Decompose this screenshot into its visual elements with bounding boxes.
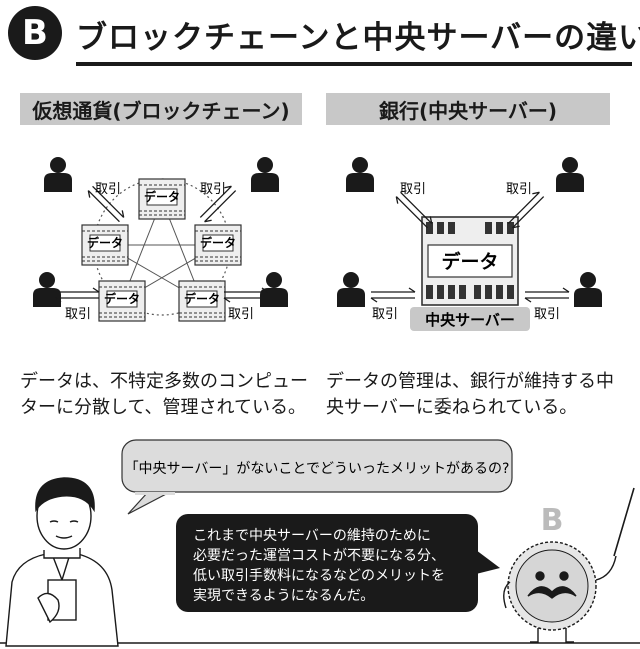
data-node-label: データ <box>144 189 180 204</box>
question-bubble: 「中央サーバー」がないことでどういったメリットがあるの? <box>121 439 513 515</box>
server-label: 中央サーバー <box>425 311 515 329</box>
right-description-line: データの管理は、銀行が維持する中 <box>326 371 614 392</box>
coin-mark-icon: B <box>541 503 564 538</box>
data-node-label: データ <box>104 291 140 306</box>
data-node-label: データ <box>87 235 123 250</box>
transaction-label: 取引 <box>506 182 532 197</box>
person-icon <box>337 272 365 307</box>
page-title: ブロックチェーンと中央サーバーの違い <box>76 20 640 56</box>
blockchain-network-diagram: データ データ データ データ データ 取引 取引 取引 取引 <box>33 157 288 322</box>
transaction-label: 取引 <box>65 307 91 322</box>
person-illustration <box>5 477 119 647</box>
data-node-label: データ <box>200 235 236 250</box>
right-description-line: 央サーバーに委ねられている。 <box>326 397 578 418</box>
person-icon <box>574 272 602 307</box>
answer-text-line: これまで中央サーバーの維持のために <box>193 528 431 544</box>
right-description: データの管理は、銀行が維持する中 央サーバーに委ねられている。 <box>326 369 614 421</box>
transaction-arrows-icon <box>54 287 100 303</box>
server-label-box <box>410 307 530 331</box>
left-description: データは、不特定多数のコンピュー ターに分散して、管理されている。 <box>20 369 308 421</box>
question-text: 「中央サーバー」がないことでどういったメリットがあるの? <box>125 461 510 477</box>
transaction-label: 取引 <box>534 307 560 322</box>
person-icon <box>33 272 61 307</box>
left-description-line: データは、不特定多数のコンピュー <box>20 371 308 392</box>
data-node: データ <box>98 280 146 322</box>
data-node: データ <box>194 224 242 266</box>
transaction-label: 取引 <box>400 182 426 197</box>
data-node: データ <box>138 178 186 220</box>
answer-text-line: 必要だった運営コストが不要になる分、 <box>193 548 445 564</box>
data-node: データ <box>81 224 129 266</box>
transaction-arrows-icon <box>370 287 416 303</box>
coin-character-illustration: B <box>503 487 635 643</box>
dialogue-illustration: 「中央サーバー」がないことでどういったメリットがあるの? これまで中央サーバーの… <box>0 439 640 647</box>
transaction-label: 取引 <box>228 307 254 322</box>
central-server-icon <box>421 216 519 306</box>
transaction-label: 取引 <box>95 182 121 197</box>
person-icon <box>44 157 72 192</box>
person-icon <box>556 157 584 192</box>
transaction-label: 取引 <box>200 182 226 197</box>
transaction-label: 取引 <box>372 307 398 322</box>
left-panel-heading: 仮想通貨(ブロックチェーン) <box>20 93 302 125</box>
answer-text-line: 実現できるようになるんだ。 <box>193 588 374 604</box>
data-node-label: データ <box>184 291 220 306</box>
title-underline <box>76 62 632 66</box>
central-server-diagram: データ 中央サーバー 取引 取引 取引 取引 <box>337 157 602 331</box>
bitcoin-logo-icon: B <box>8 6 62 60</box>
person-icon <box>251 157 279 192</box>
left-description-line: ターに分散して、管理されている。 <box>20 397 307 418</box>
right-panel-heading: 銀行(中央サーバー) <box>326 93 610 125</box>
answer-bubble: これまで中央サーバーの維持のために 必要だった運営コストが不要になる分、 低い取… <box>176 514 500 612</box>
server-data-label: データ <box>441 250 498 273</box>
transaction-arrows-icon <box>524 287 570 303</box>
person-icon <box>346 157 374 192</box>
answer-text-line: 低い取引手数料になるなどのメリットを <box>193 568 445 584</box>
data-node: データ <box>178 280 226 322</box>
